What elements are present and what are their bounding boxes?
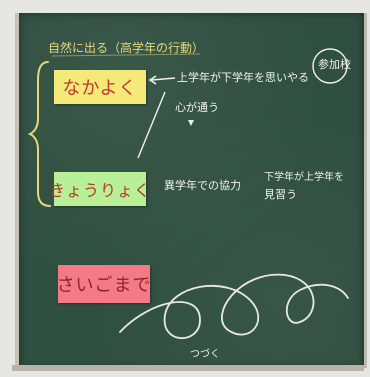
arrow-head xyxy=(148,75,157,85)
spiral-loops xyxy=(119,273,349,340)
note-omoiyaru: 上学年が下学年を思いやる xyxy=(177,71,309,84)
heading-underline xyxy=(51,53,201,57)
arrow-line xyxy=(151,77,176,81)
bracket-mark xyxy=(27,61,51,207)
board-heading: 自然に出る（高学年の行動） xyxy=(48,41,205,55)
stamp-text: 参加校 xyxy=(318,58,351,71)
stamp-circle xyxy=(312,48,348,84)
card-nakayoku: なかよく xyxy=(54,70,146,104)
note-minarau-2: 見習う xyxy=(264,188,297,201)
note-tsuzuku: つづく xyxy=(190,349,220,360)
card-saigomade: さいごまで xyxy=(57,265,151,303)
note-kyouryoku: 異学年での協力 xyxy=(164,179,241,192)
note-kokoro: 心が通う xyxy=(175,101,219,114)
triangle-mark xyxy=(188,120,194,126)
card-kyouryoku: きょうりょく xyxy=(49,172,150,206)
note-minarau-1: 下学年が上学年を xyxy=(264,172,344,183)
diagonal-line xyxy=(137,91,166,159)
chalk-tray xyxy=(12,365,364,371)
